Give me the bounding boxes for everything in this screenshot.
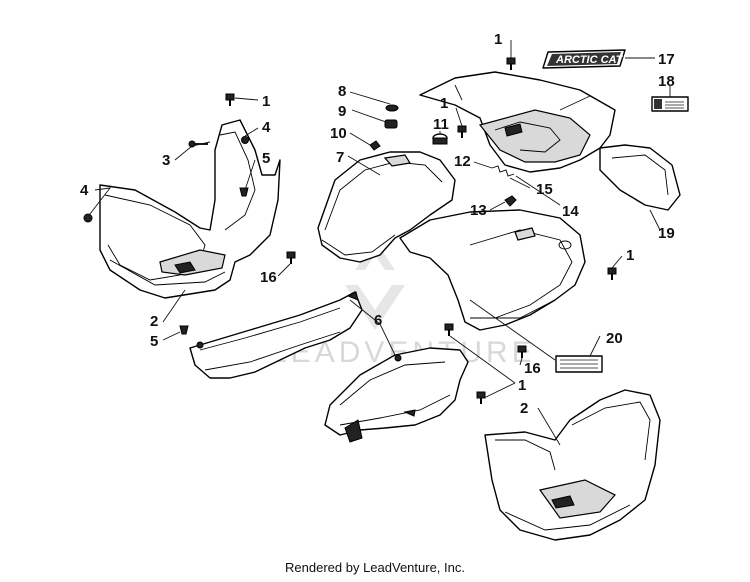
screw-1-upper-left bbox=[225, 93, 235, 106]
callout-15: 15 bbox=[536, 181, 553, 198]
callout-16-left: 16 bbox=[260, 269, 277, 286]
nut-4-left bbox=[83, 213, 93, 223]
screw-1-top bbox=[506, 57, 516, 70]
clip-5-lower bbox=[179, 325, 189, 335]
callout-11: 11 bbox=[433, 116, 449, 133]
left-footwell-panel bbox=[99, 119, 281, 299]
callout-3: 3 bbox=[162, 152, 170, 169]
screw-1-center bbox=[457, 125, 467, 138]
callout-2-right: 2 bbox=[520, 400, 528, 417]
callout-19: 19 bbox=[658, 225, 675, 242]
callout-10: 10 bbox=[330, 125, 347, 142]
warning-decal-18 bbox=[651, 96, 689, 112]
screw-16-right bbox=[517, 345, 527, 358]
callout-7: 7 bbox=[336, 149, 344, 166]
screw-1-lower bbox=[476, 391, 486, 404]
callout-14: 14 bbox=[562, 203, 579, 220]
callout-16-right: 16 bbox=[524, 360, 541, 377]
warning-decal-20 bbox=[555, 355, 603, 373]
callout-5-lower: 5 bbox=[150, 333, 158, 350]
callout-1-right: 1 bbox=[626, 247, 634, 264]
callout-12: 12 bbox=[454, 153, 471, 170]
leader-lines bbox=[89, 40, 671, 446]
fuel-cap-8 bbox=[385, 104, 399, 112]
spring-12 bbox=[491, 165, 515, 177]
clip-5-upper bbox=[239, 187, 249, 197]
callout-4-left: 4 bbox=[80, 182, 89, 199]
grommet-10 bbox=[369, 140, 381, 151]
callout-2-left: 2 bbox=[150, 313, 158, 330]
callout-1-lower: 1 bbox=[518, 377, 526, 394]
left-side-panel bbox=[189, 291, 363, 379]
nut-4-upper bbox=[241, 136, 249, 144]
callout-8: 8 bbox=[338, 83, 346, 100]
callout-6: 6 bbox=[374, 312, 382, 329]
callout-5-upper: 5 bbox=[262, 150, 270, 167]
rear-fender-assembly bbox=[419, 71, 681, 211]
front-body-panel bbox=[399, 209, 586, 331]
screw-13 bbox=[504, 195, 517, 207]
gasket-9 bbox=[384, 119, 398, 129]
decal-17-text: ARCTIC CAT bbox=[555, 54, 624, 66]
callout-20: 20 bbox=[606, 330, 623, 347]
callout-1-upper-left: 1 bbox=[262, 93, 270, 110]
callout-4-upper: 4 bbox=[262, 119, 271, 136]
arctic-cat-decal-17: ARCTIC CAT bbox=[542, 49, 626, 69]
callout-13: 13 bbox=[470, 202, 487, 219]
screw-16-left bbox=[286, 251, 296, 264]
screw-1-right bbox=[607, 267, 617, 280]
right-side-panel bbox=[324, 347, 469, 443]
right-footwell-panel bbox=[484, 389, 661, 541]
footer-credit: Rendered by LeadVenture, Inc. bbox=[285, 560, 465, 575]
screw-1-lower-center bbox=[444, 323, 454, 336]
fuel-tank-cover bbox=[317, 151, 456, 263]
callouts: 1 17 18 1 4 3 5 4 8 9 10 11 1 7 12 15 13… bbox=[80, 31, 675, 417]
callout-9: 9 bbox=[338, 103, 346, 120]
callout-17: 17 bbox=[658, 51, 675, 68]
callout-18: 18 bbox=[658, 73, 675, 90]
callout-1-center: 1 bbox=[440, 95, 448, 112]
callout-1-top: 1 bbox=[494, 31, 502, 48]
seal-11 bbox=[432, 133, 448, 145]
